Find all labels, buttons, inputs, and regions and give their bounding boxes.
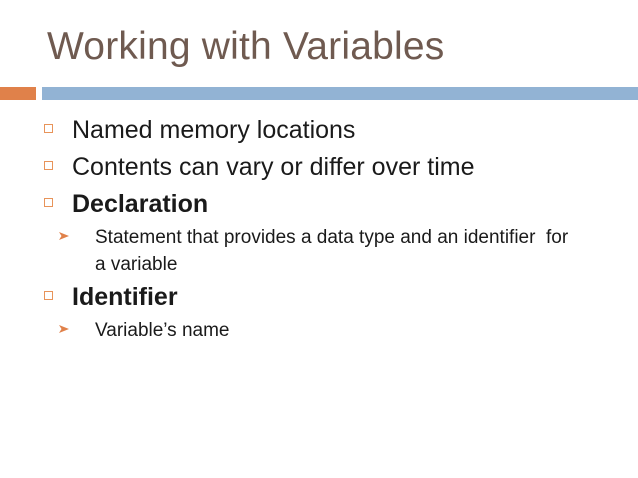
sub-bullet-text: Statement that provides a data type and … bbox=[95, 227, 574, 275]
sub-bullet-item: Variable’s name bbox=[0, 316, 638, 345]
bullet-text: Identifier bbox=[72, 283, 178, 311]
arrow-bullet-icon bbox=[58, 228, 72, 244]
square-bullet-icon bbox=[44, 124, 53, 133]
arrow-bullet-icon bbox=[58, 321, 72, 337]
slide-title: Working with Variables bbox=[47, 25, 445, 68]
bullet-item: Identifier bbox=[0, 279, 638, 316]
sub-bullet-text: Variable’s name bbox=[95, 320, 230, 341]
square-bullet-icon bbox=[44, 291, 53, 300]
title-divider-accent-bar bbox=[0, 87, 36, 100]
bullet-text: Declaration bbox=[72, 190, 209, 218]
slide-body-content: Named memory locations Contents can vary… bbox=[0, 112, 638, 345]
square-bullet-icon bbox=[44, 198, 53, 207]
bullet-item: Contents can vary or differ over time bbox=[0, 149, 638, 186]
bullet-item: Named memory locations bbox=[0, 112, 638, 149]
bullet-item: Declaration bbox=[0, 186, 638, 223]
square-bullet-icon bbox=[44, 161, 53, 170]
sub-bullet-item: Statement that provides a data type and … bbox=[0, 223, 638, 279]
title-divider-bar bbox=[42, 87, 638, 100]
bullet-text: Named memory locations bbox=[72, 116, 356, 144]
bullet-text: Contents can vary or differ over time bbox=[72, 153, 475, 181]
